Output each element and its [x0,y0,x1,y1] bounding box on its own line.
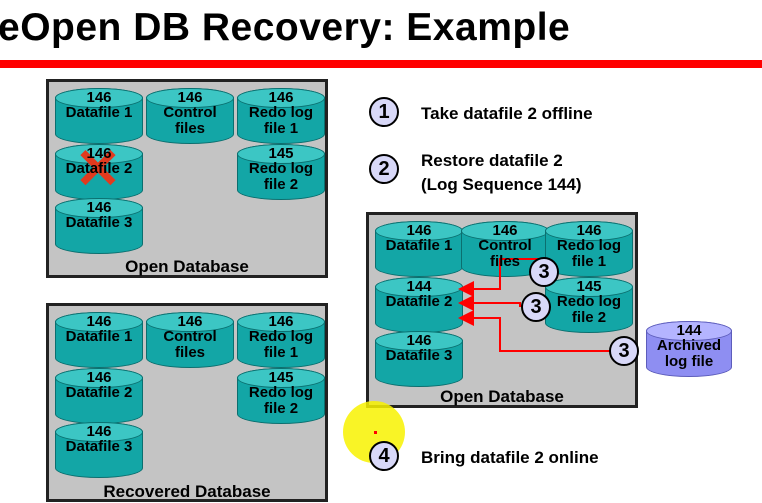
redo-log-2: 145 Redo log file 2 [545,277,633,333]
step-1-text: Take datafile 2 offline [421,104,593,123]
step-4-marker: 4 [369,441,399,471]
datafile-2: 144 Datafile 2 [375,277,463,333]
datafile-3-seq: 146 [86,423,112,440]
archived-log-file: 144 Archived log file [646,321,732,377]
redo-log-1: 146 Redo log file 1 [237,88,325,144]
redo-log-1: 146 Redo log file 1 [237,312,325,368]
redo-log-2-seq: 145 [268,369,294,386]
step-4-text: Bring datafile 2 online [421,448,599,467]
datafile-1-seq: 146 [86,313,112,330]
datafile-3-seq: 146 [86,199,112,216]
datafile-3: 146 Datafile 3 [55,422,143,478]
step-3-marker-redo1: 3 [529,257,559,287]
datafile-1-label: Datafile 1 [65,328,133,345]
recovered-database-caption: Recovered Database [103,482,271,501]
datafile-2: 146 Datafile 2 [55,144,143,200]
datafile-2-seq: 146 [86,369,112,386]
datafile-3: 146 Datafile 3 [375,331,463,387]
step-2-text-line2: (Log Sequence 144) [421,175,582,194]
datafile-2-label: Datafile 2 [65,160,133,177]
cursor-dot [374,431,377,434]
step-3-marker-archive: 3 [609,336,639,366]
step-2-text-line1: Restore datafile 2 [421,151,563,170]
control-files-label: Control files [478,237,532,270]
redo-log-1-seq: 146 [268,313,294,330]
datafile-1-label: Datafile 1 [65,104,133,121]
open-database-top: 146 Datafile 1 146 Control files 146 Red… [46,79,328,278]
datafile-2-seq: 144 [406,278,432,295]
open-database-caption: Open Database [125,257,249,276]
step-2-marker: 2 [369,154,399,184]
datafile-1-seq: 146 [406,222,432,239]
archived-log-label: Archived log file [656,337,722,370]
datafile-1: 146 Datafile 1 [375,221,463,277]
control-files-seq: 146 [177,313,203,330]
recovered-database: 146 Datafile 1 146 Control files 146 Red… [46,303,328,502]
datafile-2-label: Datafile 2 [385,293,453,310]
slide-title: eOpen DB Recovery: Example [0,6,571,49]
datafile-2: 146 Datafile 2 [55,368,143,424]
control-files-label: Control files [163,328,217,361]
datafile-3-label: Datafile 3 [385,347,453,364]
datafile-2-label: Datafile 2 [65,384,133,401]
redo-log-1-seq: 146 [576,222,602,239]
control-files: 146 Control files [146,88,234,144]
datafile-2-seq: 146 [86,145,112,162]
control-files-seq: 146 [492,222,518,239]
arrow-from-redo1 [458,258,546,297]
control-files-seq: 146 [177,89,203,106]
step-3-marker-redo2: 3 [521,292,551,322]
redo-log-1-label: Redo log file 1 [556,237,622,270]
redo-log-2-label: Redo log file 2 [248,384,314,417]
redo-log-2: 145 Redo log file 2 [237,368,325,424]
datafile-3-label: Datafile 3 [65,438,133,455]
redo-log-2-label: Redo log file 2 [556,293,622,326]
datafile-1: 146 Datafile 1 [55,312,143,368]
control-files: 146 Control files [461,221,549,277]
redo-log-2-label: Redo log file 2 [248,160,314,193]
archived-log-seq: 144 [676,322,702,339]
arrow-from-archive [458,310,610,352]
datafile-3-label: Datafile 3 [65,214,133,231]
redo-log-1-label: Redo log file 1 [248,328,314,361]
redo-log-1-seq: 146 [268,89,294,106]
datafile-3: 146 Datafile 3 [55,198,143,254]
redo-log-2: 145 Redo log file 2 [237,144,325,200]
control-files-label: Control files [163,104,217,137]
control-files: 146 Control files [146,312,234,368]
open-database-right: 146 Datafile 1 146 Control files 146 Red… [366,212,638,408]
title-underline [0,60,762,68]
redo-log-1: 146 Redo log file 1 [545,221,633,277]
datafile-3-seq: 146 [406,332,432,349]
redo-log-2-seq: 145 [268,145,294,162]
redo-log-2-seq: 145 [576,278,602,295]
redo-log-1-label: Redo log file 1 [248,104,314,137]
datafile-1-label: Datafile 1 [385,237,453,254]
open-database-right-caption: Open Database [440,387,564,406]
failed-x-icon: ✕ [74,137,122,200]
step-1-marker: 1 [369,97,399,127]
datafile-1-seq: 146 [86,89,112,106]
